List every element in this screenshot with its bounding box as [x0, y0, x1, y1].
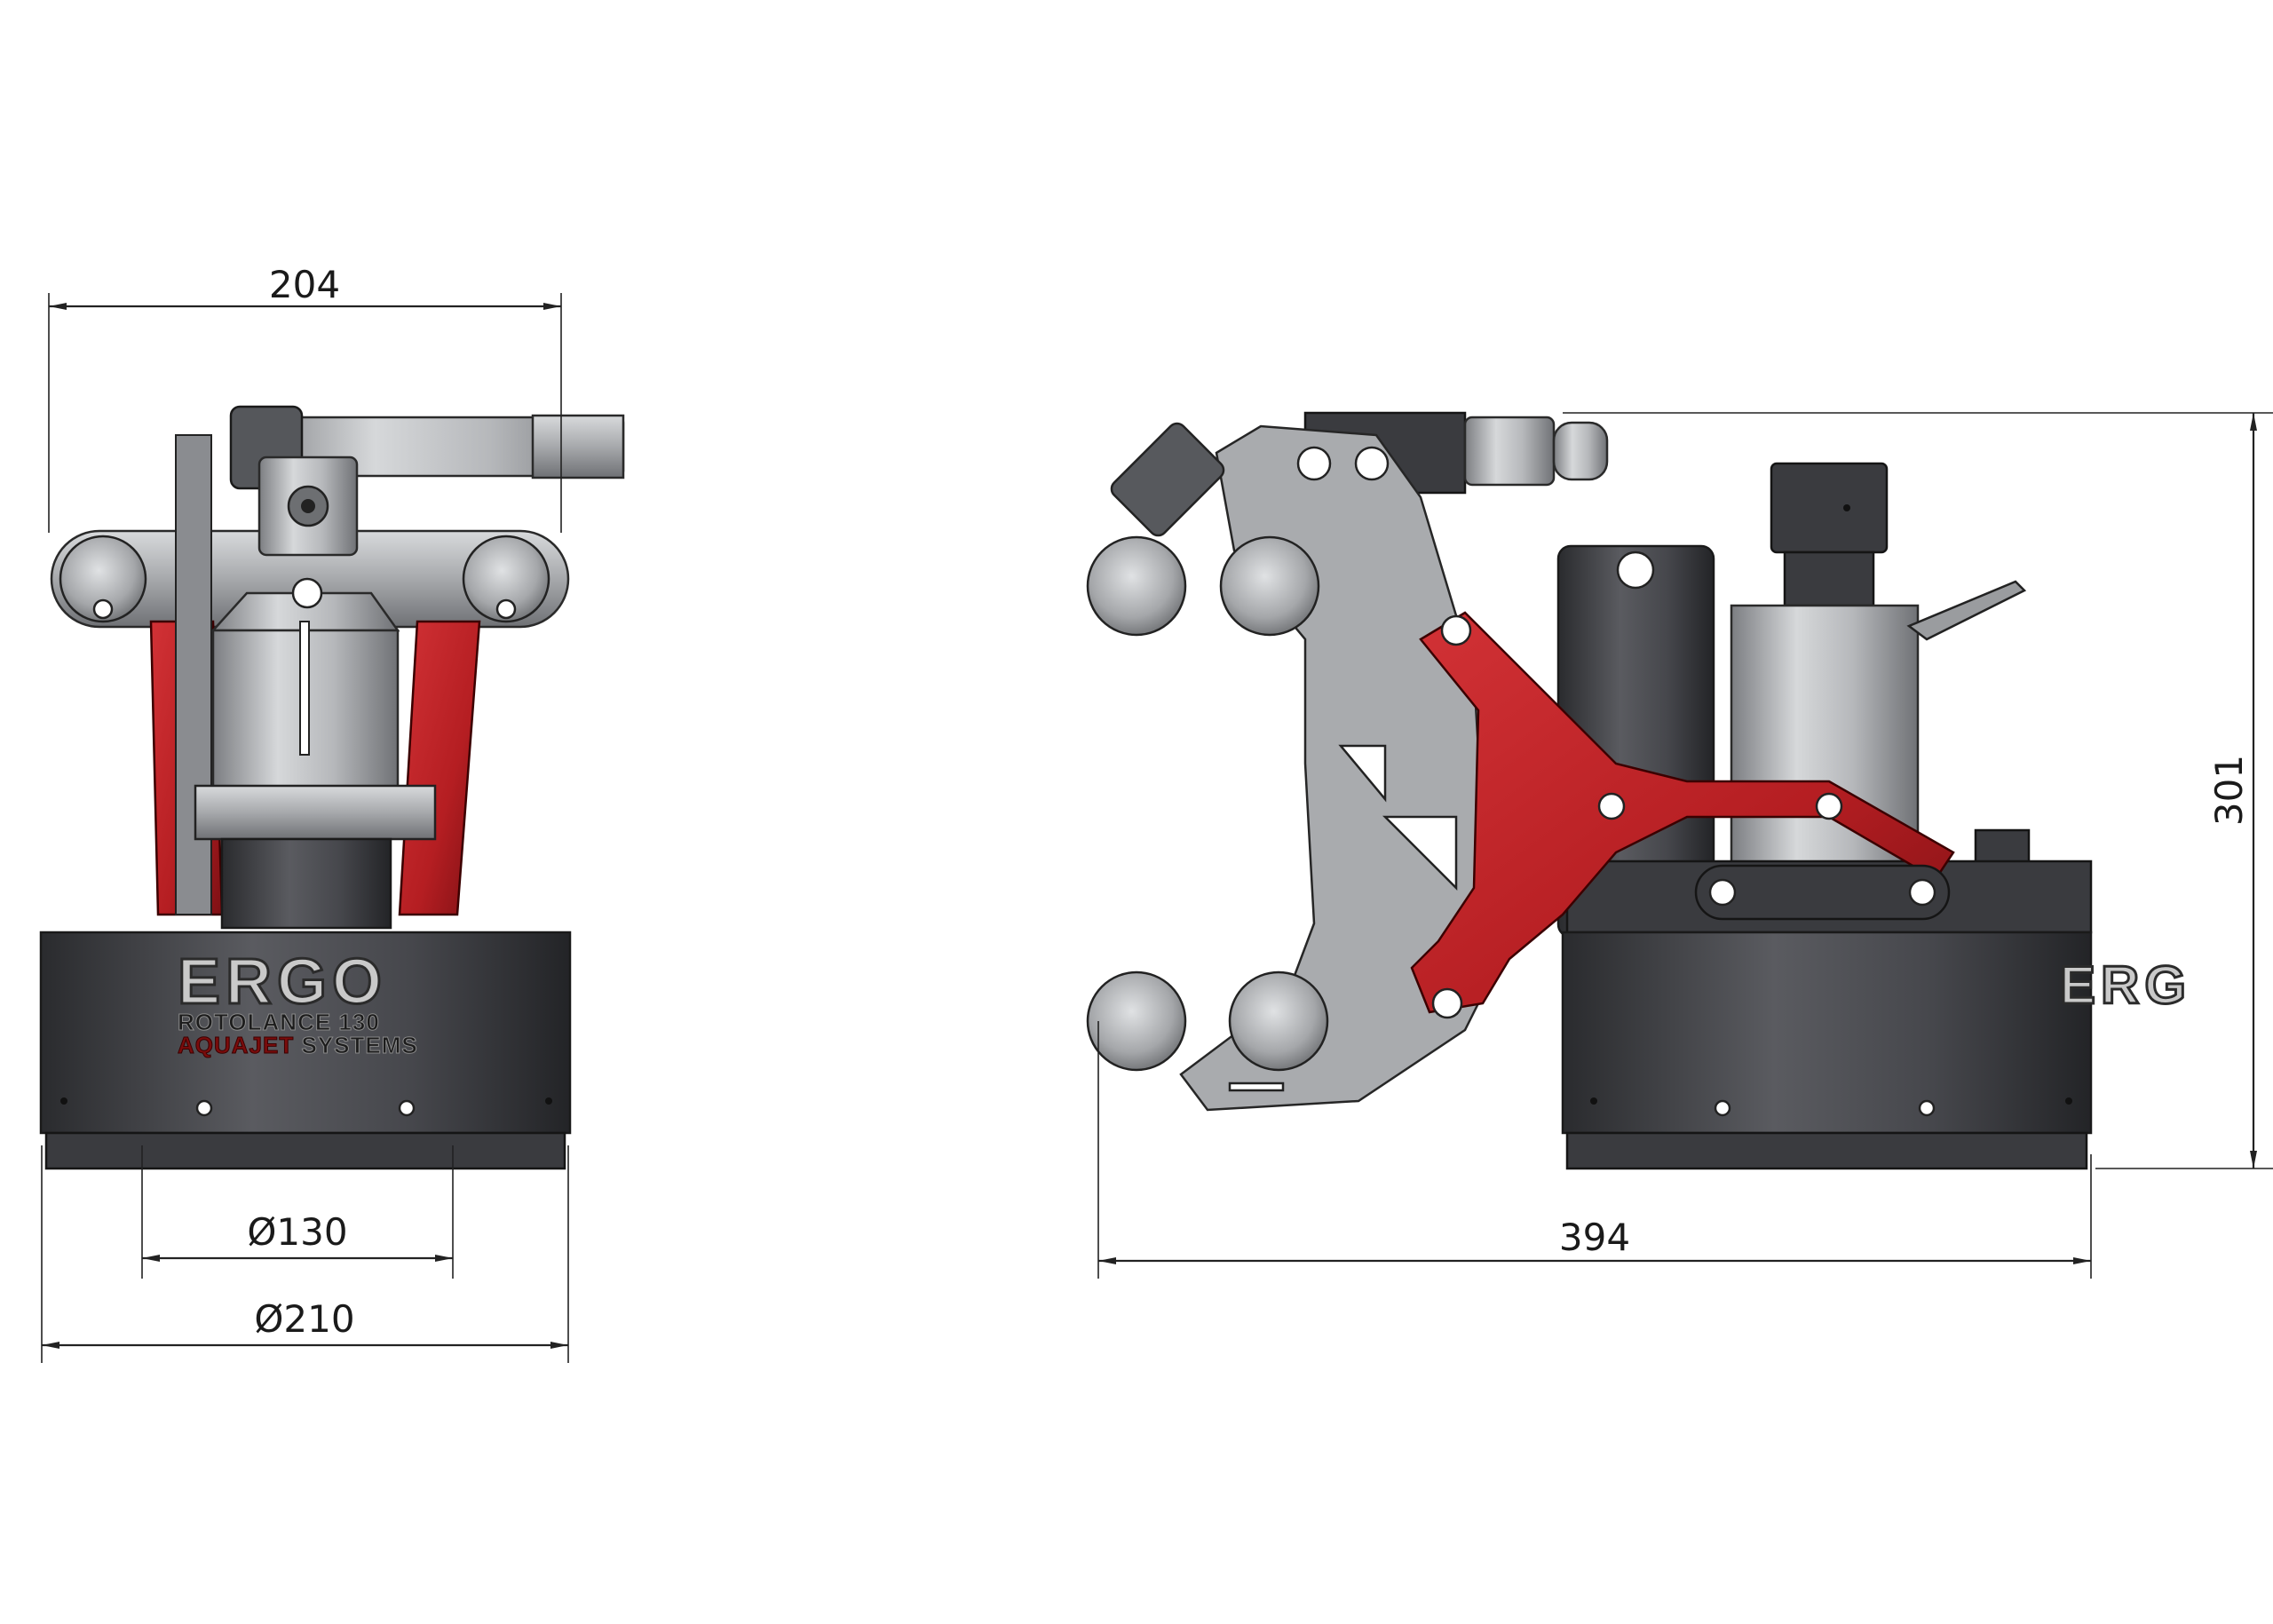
side-brand-partial: ERG: [2060, 955, 2191, 1015]
side-small-nut: [1974, 828, 2031, 867]
side-nozzles: [1086, 422, 1329, 1072]
plate-hole-2: [1354, 446, 1390, 481]
dim-width-front: 204: [269, 263, 340, 306]
front-dimensions: 204 Ø130 Ø210: [41, 263, 569, 1363]
front-wheel-left-hub: [92, 598, 114, 620]
nozzle-top-left-body: [1110, 422, 1225, 537]
front-main-housing: [39, 931, 572, 1135]
nozzle-top-left: [1086, 535, 1187, 637]
front-lower-block: [220, 837, 392, 930]
front-housing-hole-1: [195, 1099, 213, 1117]
plate-cutout-1: [1338, 744, 1387, 803]
red-frame-hole-bottom: [1431, 987, 1463, 1019]
nozzle-bottom-right: [1228, 970, 1329, 1072]
front-gear-housing: [194, 784, 437, 841]
maker-rest: SYSTEMS: [301, 1032, 417, 1058]
model-label: ROTOLANCE 130: [178, 1009, 380, 1035]
link-bar-hole-right: [1908, 878, 1936, 907]
front-housing-pin: [60, 1097, 67, 1105]
front-arm-left: [175, 434, 212, 915]
front-base-ring: [44, 1131, 566, 1170]
red-frame-hole-top: [1440, 614, 1472, 646]
front-wheel-right: [462, 535, 550, 623]
front-wheel-left: [59, 535, 147, 623]
side-motor-nut: [1783, 551, 1875, 607]
maker-label: AQUAJET SYSTEMS: [178, 1032, 418, 1058]
nozzle-top-right: [1219, 535, 1320, 637]
side-fitting-2: [1552, 421, 1609, 481]
front-wheel-right-hub: [495, 598, 517, 620]
maker-red: AQUAJET: [178, 1032, 294, 1058]
red-frame-hole-mid: [1597, 792, 1626, 820]
side-base-ring: [1565, 1131, 2088, 1170]
side-red-frame: [1410, 611, 1955, 1014]
side-cylinder-top-hole: [1616, 551, 1655, 590]
nozzle-bottom-left: [1086, 970, 1187, 1072]
front-housing-hole-2: [398, 1099, 416, 1117]
plate-slot: [1228, 1081, 1285, 1092]
side-dimensions: 394 301: [1097, 412, 2273, 1279]
plate-hole-1: [1296, 446, 1332, 481]
side-motor-cap: [1770, 462, 1889, 554]
side-housing-hole-2: [1918, 1099, 1936, 1117]
side-housing-pin-1: [1590, 1097, 1597, 1105]
front-view: ERGO ROTOLANCE 130 AQUAJET SYSTEMS: [39, 405, 625, 1170]
front-bar-end: [531, 414, 625, 479]
link-bar-hole-left: [1708, 878, 1737, 907]
side-housing-pin-2: [2065, 1097, 2072, 1105]
side-fitting-1: [1463, 416, 1556, 487]
side-motor-tab: [1906, 580, 2027, 641]
side-housing-hole-1: [1714, 1099, 1731, 1117]
front-housing-pin-2: [545, 1097, 552, 1105]
front-red-frame-right: [398, 620, 481, 916]
front-valve-port-center: [301, 499, 315, 513]
dim-outer-diameter: Ø210: [254, 1297, 354, 1341]
red-frame-hole-right: [1815, 792, 1843, 820]
side-motor-cap-dot: [1843, 504, 1850, 511]
side-view: ERG: [1086, 411, 2191, 1170]
front-motor-slot: [299, 621, 310, 756]
dim-length-side: 394: [1559, 1216, 1630, 1259]
plate-cutout-2: [1382, 815, 1458, 891]
side-main-housing: [1561, 931, 2093, 1135]
front-motor-top-hole: [291, 577, 323, 609]
side-link-bar: [1694, 864, 1951, 921]
brand-logo: ERGO: [178, 947, 387, 1018]
dim-inner-diameter: Ø130: [247, 1210, 347, 1254]
dim-height-side: 301: [2207, 755, 2251, 826]
